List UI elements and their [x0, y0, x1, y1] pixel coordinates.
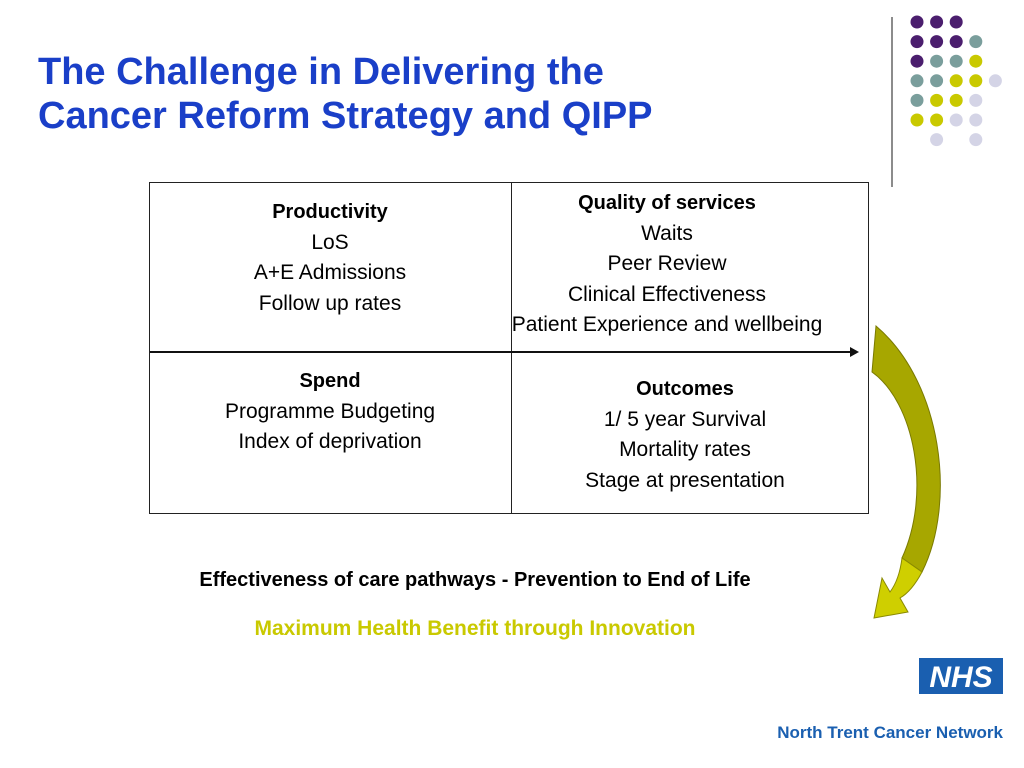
- effectiveness-statement: Effectiveness of care pathways - Prevent…: [199, 569, 751, 591]
- decorative-dot: [949, 35, 963, 49]
- slide-title: The Challenge in Delivering the Cancer R…: [38, 50, 838, 138]
- quadrant-item: LoS: [311, 230, 349, 254]
- decorative-dot: [910, 35, 924, 49]
- curved-arrow-upper: [871, 324, 941, 573]
- quadrant-heading: Spend: [299, 370, 361, 392]
- quadrant-item: Patient Experience and wellbeing: [511, 313, 823, 336]
- quadrant-item: Waits: [641, 221, 693, 245]
- decorative-dot: [969, 93, 983, 107]
- quadrant-item: Index of deprivation: [238, 430, 422, 453]
- decorative-dot: [949, 74, 963, 88]
- decorative-dot-grid: [910, 15, 1002, 147]
- decorative-dot: [930, 54, 944, 68]
- decorative-dot: [910, 93, 924, 107]
- benefit-statement: Maximum Health Benefit through Innovatio…: [254, 617, 696, 640]
- quadrant-heading: Outcomes: [636, 378, 734, 400]
- quadrant-productivity: Productivity LoS A+E Admissions Follow u…: [180, 197, 480, 319]
- quadrant-item: Programme Budgeting: [224, 399, 436, 423]
- quadrant-heading: Productivity: [272, 201, 388, 223]
- decorative-dot: [930, 113, 944, 127]
- decorative-dot: [988, 74, 1002, 88]
- decorative-dot: [969, 113, 983, 127]
- decorative-dot: [930, 74, 944, 88]
- quadrant-item: Follow up rates: [258, 291, 402, 315]
- decorative-dot: [910, 54, 924, 68]
- network-name: North Trent Cancer Network: [777, 723, 1003, 742]
- title-line-1: The Challenge in Delivering the: [38, 51, 604, 93]
- decorative-dot: [969, 35, 983, 49]
- decorative-dot: [949, 15, 963, 29]
- quadrant-item: Stage at presentation: [585, 468, 785, 492]
- curved-arrow-icon: [871, 324, 941, 619]
- decorative-dot: [930, 15, 944, 29]
- decorative-dot: [910, 113, 924, 127]
- quadrant-heading: Quality of services: [578, 192, 756, 214]
- nhs-logo-text: NHS: [929, 661, 992, 694]
- decorative-dot: [910, 15, 924, 29]
- quadrant-item: Peer Review: [607, 252, 727, 275]
- decorative-dot: [969, 133, 983, 147]
- decorative-dot: [930, 93, 944, 107]
- quadrant-item: Clinical Effectiveness: [567, 282, 767, 306]
- decorative-vertical-line: [891, 17, 893, 187]
- quadrant-item: Mortality rates: [619, 438, 751, 461]
- nhs-logo: NHS: [919, 658, 1003, 694]
- curved-arrow-lower: [873, 557, 923, 619]
- quadrant-outcomes: Outcomes 1/ 5 year Survival Mortality ra…: [530, 374, 840, 496]
- grid-vertical-divider: [511, 183, 512, 513]
- decorative-dot: [969, 54, 983, 68]
- qipp-quadrant-grid: Productivity LoS A+E Admissions Follow u…: [149, 182, 869, 514]
- quadrant-item: 1/ 5 year Survival: [603, 407, 767, 431]
- decorative-dot: [949, 93, 963, 107]
- decorative-dot: [969, 74, 983, 88]
- title-line-2: Cancer Reform Strategy and QIPP: [38, 95, 653, 137]
- decorative-dot: [949, 113, 963, 127]
- quadrant-spend: Spend Programme Budgeting Index of depri…: [180, 366, 480, 458]
- decorative-dot: [910, 74, 924, 88]
- grid-horizontal-arrow: [150, 351, 852, 353]
- quadrant-item: A+E Admissions: [253, 261, 407, 284]
- quadrant-quality: Quality of services Waits Peer Review Cl…: [462, 188, 872, 341]
- decorative-dot: [930, 35, 944, 49]
- arrowhead-icon: [850, 347, 859, 357]
- decorative-dot: [949, 54, 963, 68]
- decorative-dot: [930, 133, 944, 147]
